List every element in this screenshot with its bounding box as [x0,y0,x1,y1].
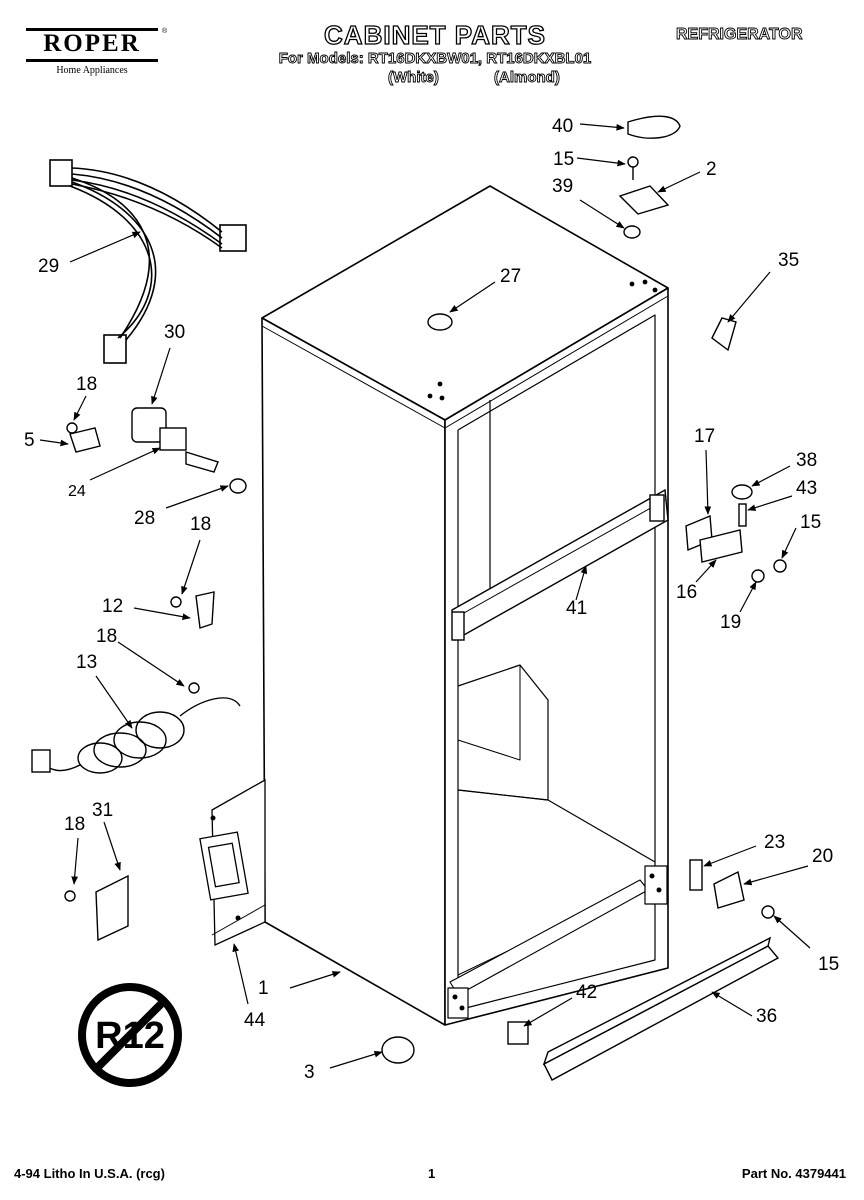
callout-15-top: 15 [553,149,574,170]
callout-43: 43 [796,478,817,499]
callout-41: 41 [566,598,587,619]
bottom-hinge-shim [689,859,703,891]
hinge-screw-top [627,156,639,180]
callout-31: 31 [92,800,113,821]
cabinet-grommet [131,407,167,443]
wire-harness [49,159,247,364]
rear-bracket [711,317,737,352]
callout-16: 16 [676,582,697,603]
callout-labels: 40 15 2 39 35 27 29 30 18 5 24 28 18 12 … [24,116,839,1083]
power-cord [39,697,241,774]
plug-button [427,313,453,331]
page-title: CABINET PARTS [323,19,546,50]
hinge-screw-mid [773,559,787,573]
callout-13: 13 [76,652,97,673]
variant-almond-label: (Almond) [494,69,561,87]
callout-39: 39 [552,176,573,197]
cord-clamp [195,591,215,629]
screw-18-upper [66,422,78,434]
center-hinge [699,529,743,563]
callout-23: 23 [764,832,785,853]
callout-27: 27 [500,266,521,287]
callout-29: 29 [38,256,59,277]
divider-rail [451,488,669,642]
callout-18-d: 18 [64,814,85,835]
callout-28: 28 [134,508,155,529]
hinge-screw-bottom [761,905,775,919]
callout-15-bottom: 15 [818,954,839,975]
power-plug [31,749,51,773]
hinge-washer [731,484,753,500]
callout-5: 5 [24,430,35,451]
drain-fitting [159,427,219,473]
model-numbers: For Models: RT16DKXBW01, RT16DKXBL01 [278,50,592,68]
callout-42: 42 [576,982,597,1003]
trademark-mark: ® [162,28,168,35]
screw-18-clamp [170,596,182,608]
callout-17: 17 [694,426,715,447]
callout-3: 3 [304,1062,315,1083]
print-info: 4-94 Litho In U.S.A. (rcg) [14,1166,165,1181]
page-number: 1 [428,1166,436,1181]
cabinet-shell [261,185,669,1026]
variant-white-label: (White) [388,69,440,87]
access-cover-plate [95,874,129,942]
grille-clip [507,1021,529,1045]
no-r12-symbol-icon: R12 [78,983,182,1087]
harness-clip [69,427,101,453]
hinge-pin [738,503,747,527]
callout-40: 40 [552,116,573,137]
callout-18-c: 18 [96,626,117,647]
callout-1: 1 [258,978,269,999]
r12-badge-text: R12 [95,1015,165,1057]
machine-compartment-cover [199,778,266,947]
hinge-shim [623,225,641,239]
callout-2: 2 [706,159,717,180]
fitting-nut [229,478,247,494]
callout-30: 30 [164,322,185,343]
toe-grille [542,936,780,1081]
part-number: Part No. 4379441 [741,1166,846,1181]
hinge-cover [627,115,681,139]
callout-19: 19 [720,612,741,633]
callout-38: 38 [796,450,817,471]
relay-assembly [381,1036,415,1064]
callout-18-a: 18 [76,374,97,395]
callout-18-b: 18 [190,514,211,535]
callout-12: 12 [102,596,123,617]
screw-18-cord [188,682,200,694]
bottom-hinge [713,870,745,909]
brand-name: ROPER [26,28,158,62]
callout-36: 36 [756,1006,777,1027]
hinge-screw-low [751,569,765,583]
leader-arrows [39,123,811,1069]
callout-15-mid: 15 [800,512,821,533]
brand-tagline: Home Appliances [56,65,128,76]
callout-44: 44 [244,1010,266,1031]
appliance-category: REFRIGERATOR [676,26,803,44]
screw-18-cover [64,890,76,902]
top-hinge [618,185,670,215]
callout-24: 24 [68,483,86,500]
callout-35: 35 [778,250,799,271]
callout-20: 20 [812,846,833,867]
